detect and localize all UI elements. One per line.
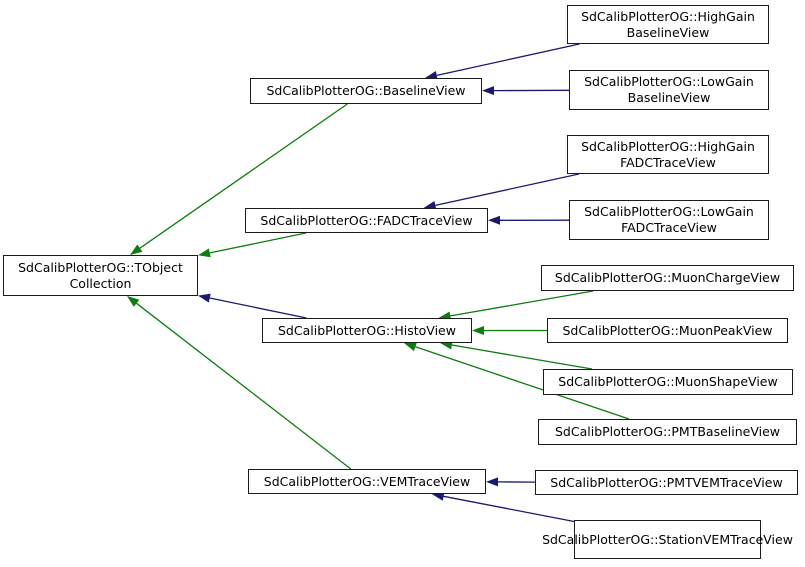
class-node-label: SdCalibPlotterOG::MuonPeakView — [562, 322, 773, 338]
class-node-station-vemtrace-view[interactable]: SdCalibPlotterOG::StationVEMTraceView — [542, 520, 793, 559]
class-node-label: SdCalibPlotterOG::LowGain FADCTraceView — [584, 204, 754, 235]
inheritance-arrowhead — [482, 86, 494, 96]
inheritance-edge-line — [443, 495, 575, 523]
class-node-pmt-vemtrace-view[interactable]: SdCalibPlotterOG::PMTVEMTraceView — [535, 470, 798, 495]
class-node-fadctrace-view[interactable]: SdCalibPlotterOG::FADCTraceView — [245, 208, 488, 233]
class-node-baseline-view[interactable]: SdCalibPlotterOG::BaselineView — [250, 78, 482, 104]
class-node-label: SdCalibPlotterOG::HighGain FADCTraceView — [581, 138, 755, 170]
inheritance-edge-line — [139, 103, 348, 249]
inheritance-arrowhead — [198, 293, 211, 303]
inheritance-edge-line — [436, 43, 580, 77]
class-node-tobject-collection[interactable]: SdCalibPlotterOG::TObject Collection — [3, 255, 198, 296]
inheritance-arrowhead — [127, 296, 140, 307]
class-node-label: SdCalibPlotterOG::VEMTraceView — [263, 473, 471, 489]
class-node-muon-shape-view[interactable]: SdCalibPlotterOG::MuonShapeView — [543, 369, 793, 395]
class-node-label: SdCalibPlotterOG::PMTBaselineView — [555, 424, 780, 439]
inheritance-edge-line — [451, 344, 593, 370]
class-node-label: SdCalibPlotterOG::LowGain BaselineView — [584, 74, 754, 105]
inheritance-edge-line — [435, 173, 580, 207]
class-node-highgain-fadctrace-view[interactable]: SdCalibPlotterOG::HighGain FADCTraceView — [567, 135, 769, 174]
inheritance-arrowhead — [198, 248, 211, 258]
class-node-lowgain-baseline-view[interactable]: SdCalibPlotterOG::LowGain BaselineView — [569, 70, 769, 110]
class-node-pmt-baseline-view[interactable]: SdCalibPlotterOG::PMTBaselineView — [538, 419, 797, 445]
class-node-label: SdCalibPlotterOG::MuonShapeView — [558, 374, 778, 389]
inheritance-arrowhead — [404, 342, 417, 352]
class-node-muon-peak-view[interactable]: SdCalibPlotterOG::MuonPeakView — [547, 318, 788, 343]
inheritance-edge-line — [450, 290, 594, 317]
inheritance-edge-line — [209, 232, 307, 254]
class-node-label: SdCalibPlotterOG::PMTVEMTraceView — [550, 474, 783, 490]
class-node-vemtrace-view[interactable]: SdCalibPlotterOG::VEMTraceView — [248, 469, 486, 494]
inheritance-arrowhead — [488, 215, 500, 225]
class-node-label: SdCalibPlotterOG::HistoView — [278, 322, 456, 338]
class-node-label: SdCalibPlotterOG::MuonChargeView — [554, 270, 781, 285]
inheritance-edge-line — [136, 302, 352, 470]
inheritance-arrowhead — [472, 326, 484, 335]
inheritance-arrowhead — [431, 491, 445, 501]
inheritance-arrowhead — [486, 477, 498, 487]
class-node-label: SdCalibPlotterOG::FADCTraceView — [260, 212, 473, 228]
inheritance-arrowhead — [423, 201, 437, 210]
class-node-highgain-baseline-view[interactable]: SdCalibPlotterOG::HighGain BaselineView — [567, 5, 769, 44]
class-node-lowgain-fadctrace-view[interactable]: SdCalibPlotterOG::LowGain FADCTraceView — [569, 200, 769, 240]
inheritance-edge-line — [209, 297, 307, 319]
inheritance-arrowhead — [425, 71, 438, 80]
class-node-label: SdCalibPlotterOG::TObject Collection — [18, 259, 183, 291]
class-node-histo-view[interactable]: SdCalibPlotterOG::HistoView — [262, 318, 472, 343]
class-node-muon-charge-view[interactable]: SdCalibPlotterOG::MuonChargeView — [541, 265, 794, 291]
class-node-label: SdCalibPlotterOG::HighGain BaselineView — [581, 8, 755, 40]
inheritance-arrowhead — [130, 244, 143, 255]
class-node-label: SdCalibPlotterOG::StationVEMTraceView — [542, 531, 793, 547]
class-node-label: SdCalibPlotterOG::BaselineView — [266, 83, 466, 98]
inheritance-edge-line — [415, 346, 630, 420]
